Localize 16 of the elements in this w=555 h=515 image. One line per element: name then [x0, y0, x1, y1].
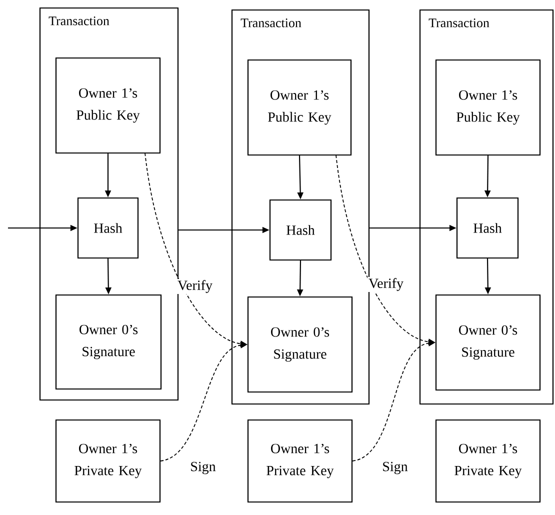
process-box: Owner 0’s Signature	[247, 296, 353, 393]
process-box: Hash	[77, 197, 139, 259]
edge-label: Sign	[189, 460, 217, 476]
process-box: Owner 0’s Signature	[435, 294, 541, 391]
private-key-box: Owner 1’s Private Key	[247, 419, 353, 503]
private-key-box: Owner 1’s Private Key	[435, 419, 541, 503]
process-box: Owner 1’s Public Key	[435, 59, 541, 156]
process-box: Owner 1’s Public Key	[247, 59, 352, 156]
process-box: Hash	[269, 199, 332, 261]
process-box: Owner 1’s Public Key	[55, 57, 161, 154]
process-box: Owner 0’s Signature	[55, 294, 162, 390]
edge-label: Sign	[381, 460, 409, 476]
edge-label: Verify	[368, 277, 404, 292]
edge-label: Verify	[176, 279, 214, 294]
private-key-box: Owner 1’s Private Key	[55, 419, 161, 503]
process-box: Hash	[456, 197, 519, 259]
